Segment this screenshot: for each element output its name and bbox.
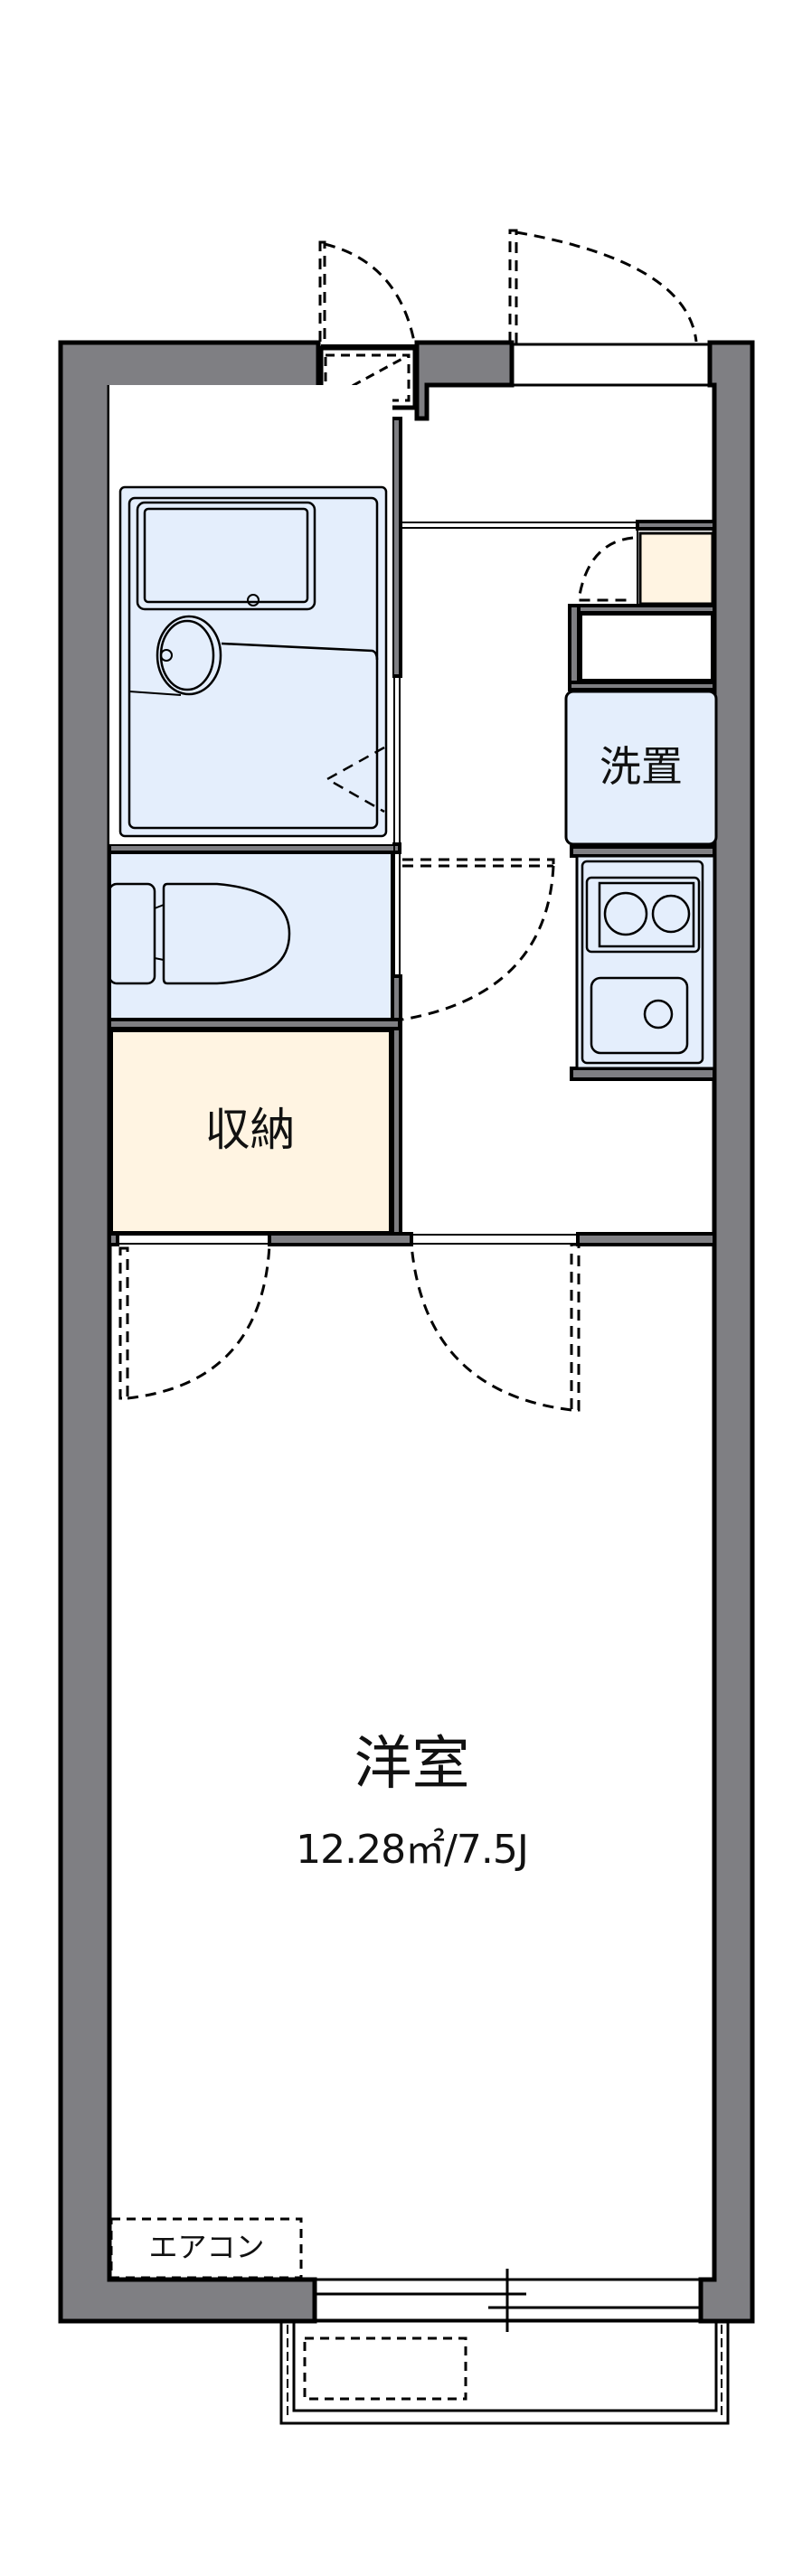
toilet-door-swing <box>401 858 555 1021</box>
toilet-room <box>108 851 394 1021</box>
storage-label: 収納 <box>204 1104 296 1156</box>
western-room-label: 洋室 <box>354 1731 470 1798</box>
shoe-cabinet <box>577 529 714 682</box>
air-conditioner-box <box>109 2217 303 2280</box>
air-conditioner-label: エアコン <box>148 2230 265 2264</box>
room-doors <box>118 1243 581 1412</box>
meter-box-door <box>318 240 416 343</box>
stove-burner-icon <box>603 891 648 936</box>
bathroom <box>109 385 392 844</box>
outdoor-unit-box <box>303 2336 467 2401</box>
sink-drain-icon <box>643 999 674 1029</box>
entrance-door[interactable] <box>508 229 714 387</box>
storage-closet <box>109 1029 392 1235</box>
balcony <box>279 2319 730 2425</box>
washer-space-label: 洗置 <box>600 742 683 791</box>
kitchen[interactable] <box>575 854 716 1070</box>
washer-space <box>564 690 718 846</box>
western-room-area: 12.28㎡/7.5J <box>296 1827 529 1873</box>
stove-burner-icon <box>651 894 691 934</box>
